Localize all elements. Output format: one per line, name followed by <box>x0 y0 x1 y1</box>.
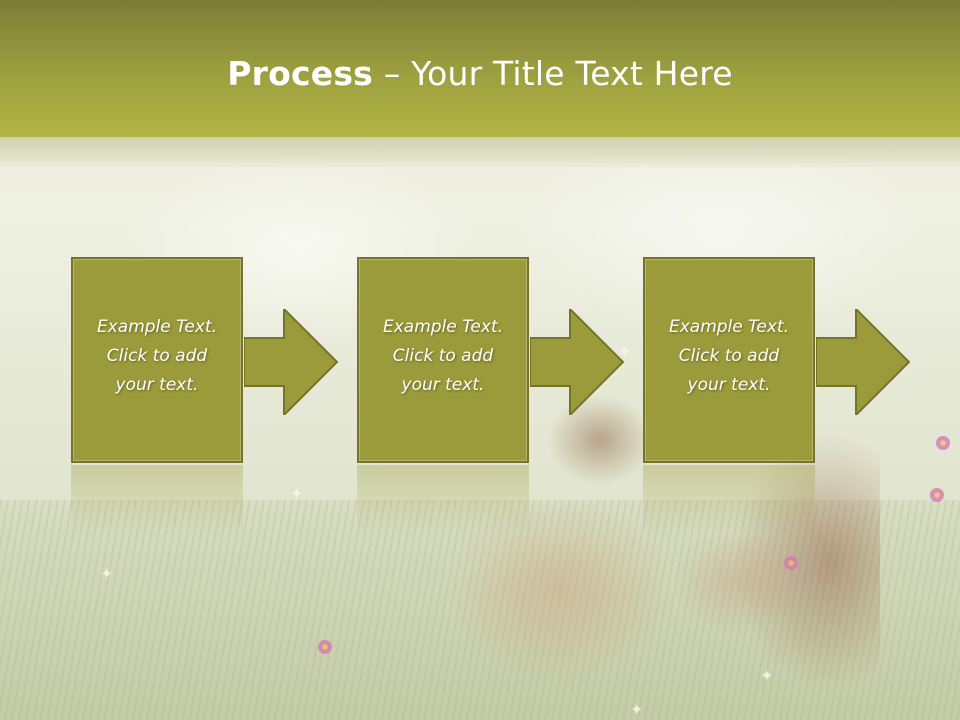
process-arrow-1 <box>244 309 339 415</box>
butterfly-icon: ✦ <box>630 700 644 719</box>
process-arrow-3 <box>816 309 911 415</box>
process-arrow-2 <box>530 309 625 415</box>
process-step-box-2[interactable]: Example Text. Click to add your text. <box>357 257 529 463</box>
title-bar-shadow-band <box>0 137 960 167</box>
slide-title[interactable]: Process – Your Title Text Here <box>0 54 960 93</box>
step-box-reflection <box>71 465 243 535</box>
slide-title-rest: – Your Title Text Here <box>373 54 733 93</box>
process-step-box-1[interactable]: Example Text. Click to add your text. <box>71 257 243 463</box>
step-box-reflection <box>357 465 529 535</box>
flower-decoration <box>930 488 944 502</box>
slide-title-bold: Process <box>227 54 374 93</box>
process-step-text-1[interactable]: Example Text. Click to add your text. <box>96 317 218 395</box>
flower-decoration <box>936 436 950 450</box>
process-step-text-2[interactable]: Example Text. Click to add your text. <box>382 317 504 395</box>
flower-decoration <box>318 640 332 654</box>
butterfly-icon: ✦ <box>618 342 632 361</box>
step-box-reflection <box>643 465 815 535</box>
butterfly-icon: ✦ <box>680 204 694 223</box>
butterfly-icon: ✦ <box>290 484 304 503</box>
process-step-box-3[interactable]: Example Text. Click to add your text. <box>643 257 815 463</box>
flower-decoration <box>784 556 798 570</box>
butterfly-icon: ✦ <box>100 564 114 583</box>
title-bar <box>0 0 960 137</box>
process-step-text-3[interactable]: Example Text. Click to add your text. <box>668 317 790 395</box>
butterfly-icon: ✦ <box>760 666 774 685</box>
